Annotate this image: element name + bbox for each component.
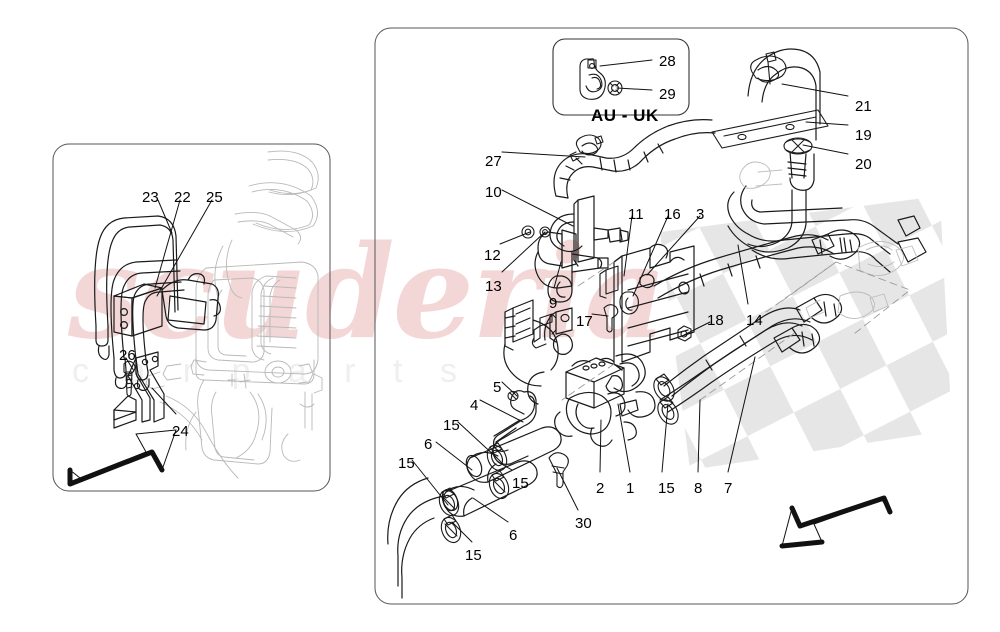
retaining-clip [531, 313, 570, 349]
callout-number-15: 15 [398, 455, 415, 472]
orientation-arrow-main-panel [779, 495, 893, 549]
callout-number-22: 22 [174, 189, 191, 206]
callout-number-5: 5 [493, 379, 502, 396]
callout-number-27: 27 [485, 153, 502, 170]
main-panel-border [374, 27, 969, 605]
mounting-plate-19 [711, 109, 829, 149]
callout-number-21: 21 [855, 98, 872, 115]
part-28-hose-clamp [579, 58, 606, 100]
callout-number-15: 15 [658, 480, 675, 497]
engine-fitting-ghost [739, 161, 919, 319]
callout-number-7: 7 [724, 480, 733, 497]
callout-number-23: 23 [142, 189, 159, 206]
callout-number-25: 25 [206, 189, 223, 206]
callout-number-24: 24 [172, 423, 189, 440]
hose-14-long-upper [653, 229, 861, 299]
callout-number-15: 15 [512, 475, 529, 492]
callout-number-6: 6 [424, 436, 433, 453]
clamp-21 [750, 51, 787, 85]
part-2-valve-housing [554, 391, 639, 447]
callout-number-9: 9 [549, 295, 558, 312]
left-detail-panel-border [52, 143, 331, 492]
callout-number-20: 20 [855, 156, 872, 173]
callout-number-26: 26 [119, 347, 136, 364]
callout-number-3: 3 [696, 206, 705, 223]
part-11-bracket-tab [599, 265, 619, 299]
callout-number-1: 1 [626, 480, 635, 497]
clamp-15-e [653, 373, 675, 402]
hose-upper-left-27 [553, 119, 716, 199]
heater-unit-ghost [145, 150, 323, 479]
callout-number-10: 10 [485, 184, 502, 201]
part-17-pin [603, 304, 619, 333]
callout-number-4: 4 [470, 397, 479, 414]
callout-number-18: 18 [707, 312, 724, 329]
callout-number-17: 17 [576, 313, 593, 330]
part-10-thermostat-flange [549, 195, 629, 267]
callout-number-28: 28 [659, 53, 676, 70]
part-9-valve-body [534, 229, 609, 303]
part-16-clip [619, 291, 639, 315]
hose-lower-left-outlet [387, 477, 445, 599]
callout-number-14: 14 [746, 312, 763, 329]
part-22-heater-pipes [110, 259, 185, 392]
hose-lower-right [740, 185, 927, 263]
callout-number-6: 6 [509, 527, 518, 544]
part-30-bleed-valve [548, 452, 569, 489]
part-4-retaining-rod [492, 390, 537, 465]
part-23-heater-pipe [94, 215, 179, 361]
assembly-guide-lines [561, 261, 911, 401]
part-24-bracket [113, 351, 165, 429]
part-5-pin [507, 390, 519, 402]
au-uk-inset-box-border [552, 38, 690, 116]
hose-upper-right [727, 48, 921, 273]
callout-number-15: 15 [443, 417, 460, 434]
clamp-15-c [438, 487, 460, 517]
region-label-au-uk: AU - UK [591, 106, 659, 125]
callout-number-19: 19 [855, 127, 872, 144]
hose-8-long [659, 322, 821, 413]
callout-number-2: 2 [596, 480, 605, 497]
part-1-water-valve [565, 357, 625, 409]
checkered-flag-watermark [660, 196, 952, 470]
callout-number-16: 16 [664, 206, 681, 223]
clamp-15-b [488, 470, 510, 500]
clamp-20 [783, 137, 813, 155]
callout-number-30: 30 [575, 515, 592, 532]
part-25-connector-block [161, 273, 221, 331]
clamp-15-f [657, 396, 679, 425]
part-13-bolt [539, 226, 551, 238]
callout-number-13: 13 [485, 278, 502, 295]
callout-number-11: 11 [628, 206, 644, 223]
part-12-washer [521, 225, 535, 239]
callout-leader-lines [125, 59, 849, 543]
callout-number-8: 8 [694, 480, 703, 497]
part-6-pipe-upper [465, 426, 562, 483]
hose-7-long [663, 293, 843, 397]
callout-number-12: 12 [484, 247, 501, 264]
orientation-arrow-left-panel [67, 429, 177, 487]
callout-number-29: 29 [659, 86, 676, 103]
clamp-15-d [440, 514, 462, 544]
valve-hose-stubs [527, 353, 656, 418]
clamp-27 [569, 134, 604, 162]
callout-number-15: 15 [465, 547, 482, 564]
